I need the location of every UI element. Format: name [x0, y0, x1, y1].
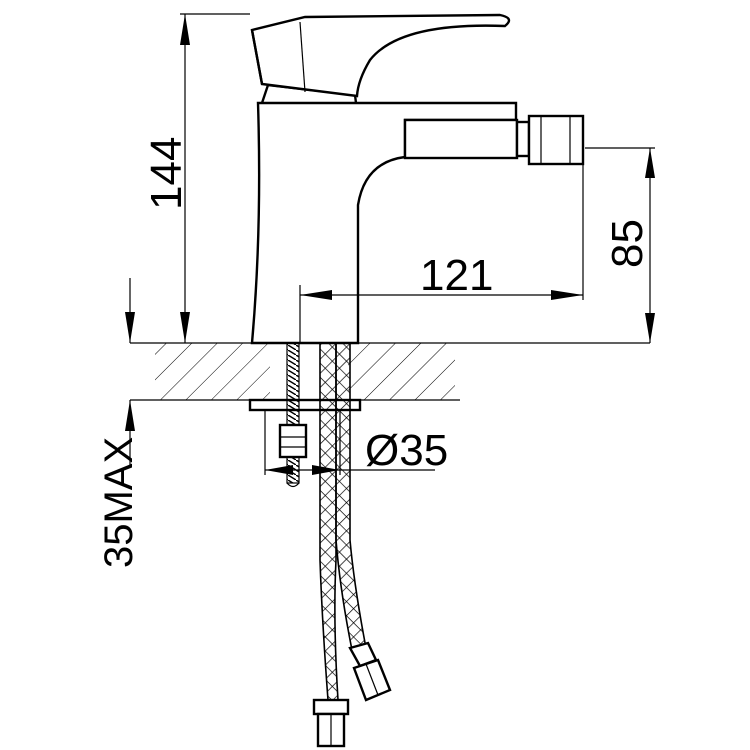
dimension-hole-diameter: Ø35 — [264, 410, 448, 475]
dimension-max-thickness: 35MAX — [97, 278, 141, 568]
dimension-label-121: 121 — [420, 251, 493, 300]
dimension-spout-reach: 121 — [299, 160, 584, 343]
braided-hoses — [312, 342, 392, 748]
dimension-height-total: 144 — [142, 13, 250, 343]
dimension-spout-height: 85 — [585, 147, 655, 343]
dimension-label-85: 85 — [603, 219, 652, 268]
dimension-label-35max: 35MAX — [97, 437, 141, 568]
countertop-section — [130, 342, 650, 401]
faucet-body — [250, 13, 585, 345]
mounting-hardware — [248, 342, 362, 488]
dimension-label-144: 144 — [142, 137, 191, 210]
dimension-label-diameter: Ø35 — [365, 426, 448, 475]
